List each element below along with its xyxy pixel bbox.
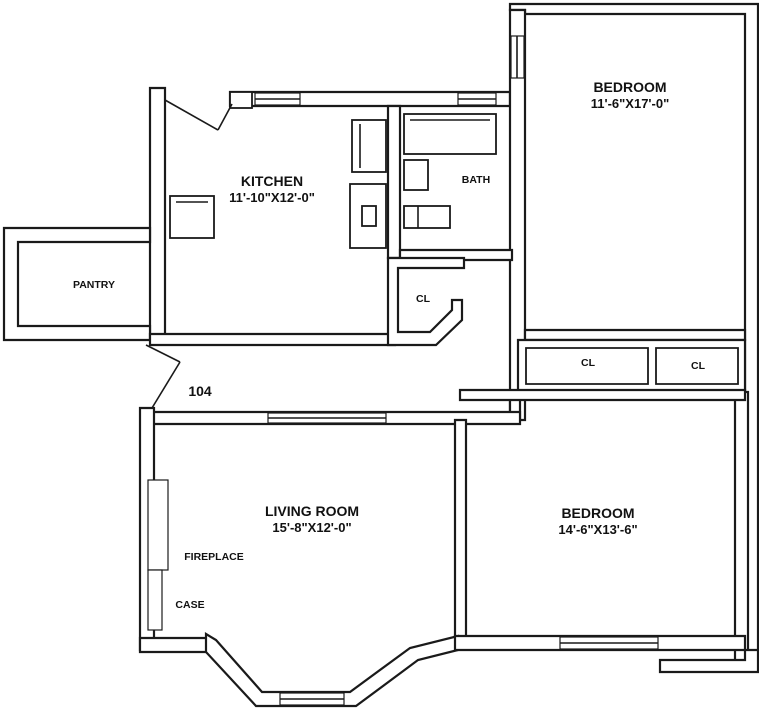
labels: BEDROOM 11'-6"X17'-0" KITCHEN 11'-10"X12… (73, 79, 706, 611)
bath-bedroom-wall (508, 8, 527, 422)
closet-left-name: CL (581, 357, 596, 369)
fireplace-case (147, 479, 169, 571)
doors (145, 91, 253, 409)
bath-vanity (403, 159, 429, 191)
closet-right-inner (655, 347, 739, 385)
living-bedroom-wall (453, 418, 468, 642)
closet-right-name: CL (691, 360, 706, 372)
pantry-wall (2, 226, 152, 342)
kitchen-dimensions: 11'-10"X12'-0" (229, 190, 315, 205)
bedroom-bottom-right-wall (733, 390, 750, 670)
living-room-dimensions: 15'-8"X12'-0" (272, 520, 351, 535)
case-box (147, 569, 163, 631)
bedroom-bottom-top-wall (458, 388, 747, 402)
living-room-name: LIVING ROOM (265, 503, 359, 519)
bedroom-top-name: BEDROOM (593, 79, 666, 95)
bedroom-bottom-name: BEDROOM (561, 505, 634, 521)
unit-number: 104 (188, 383, 212, 399)
bedroom-top-dimensions: 11'-6"X17'-0" (591, 96, 670, 111)
pantry-name: PANTRY (73, 279, 115, 291)
fixtures (169, 113, 497, 249)
kitchen-sink (361, 205, 377, 227)
windows (147, 35, 659, 706)
toilet (403, 205, 451, 229)
fireplace-label: FIREPLACE (184, 551, 244, 563)
closet-hall-name: CL (416, 293, 431, 305)
bedroom-bottom-dimensions: 14'-6"X13'-6" (558, 522, 637, 537)
top-bedroom-bottom-wall (523, 328, 747, 342)
bedroom-outer-bottom-wall (658, 648, 759, 674)
kitchen-stove (351, 119, 387, 173)
hall-closet-wall (386, 256, 466, 347)
kitchen-table (169, 195, 215, 239)
kitchen-bottom-wall (148, 332, 397, 347)
living-bottom-left-wall (138, 636, 212, 654)
bath-name: BATH (462, 174, 490, 186)
kitchen-door-swing (164, 99, 219, 131)
kitchen-sink-counter (349, 183, 387, 249)
kitchen-outer-wall (148, 86, 167, 340)
kitchen-bath-wall (386, 104, 402, 260)
kitchen-door-stub (229, 91, 253, 109)
closet-left-inner (525, 347, 649, 385)
case-label: CASE (175, 599, 204, 611)
entry-door-swing (145, 344, 181, 363)
kitchen-name: KITCHEN (241, 173, 303, 189)
